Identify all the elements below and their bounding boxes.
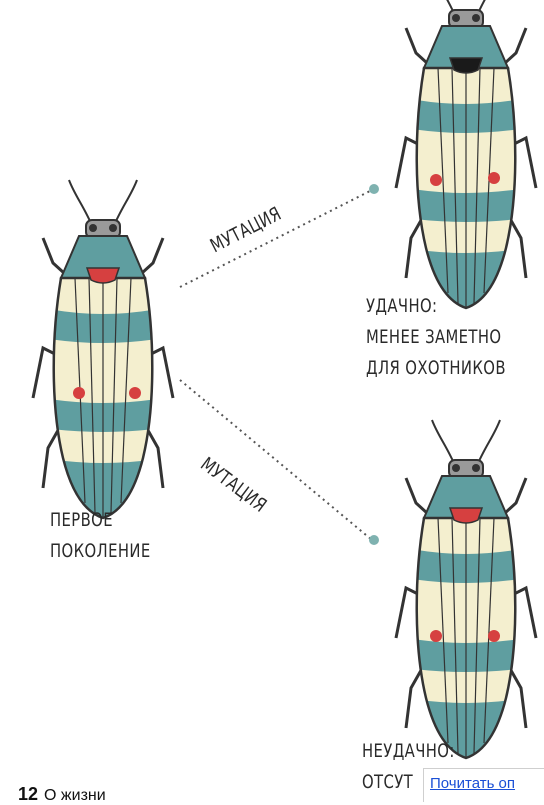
read-more-link[interactable]: Почитать оп [423, 768, 544, 802]
line-end-dot [369, 184, 379, 194]
beetle-red-spot [129, 387, 141, 399]
caption-line: НЕУДАЧНО: [362, 736, 455, 767]
caption-line: МЕНЕЕ ЗАМЕТНО [366, 322, 506, 353]
beetle-red-spot [73, 387, 85, 399]
beetle-success [396, 0, 536, 328]
beetle-first-generation [33, 180, 173, 538]
beetle-red-spot [488, 172, 500, 184]
success-caption: УДАЧНО: МЕНЕЕ ЗАМЕТНО ДЛЯ ОХОТНИКОВ [366, 291, 544, 384]
caption-line: УДАЧНО: [366, 291, 506, 322]
chapter-title: О жизни [44, 787, 106, 804]
first-generation-caption: ПЕРВОЕ ПОКОЛЕНИЕ [50, 505, 179, 567]
beetle-black-marking [450, 58, 482, 73]
beetle-red-marking [87, 268, 119, 283]
page-number: 12 [18, 784, 38, 804]
caption-line: ДЛЯ ОХОТНИКОВ [366, 353, 506, 384]
caption-line: ПОКОЛЕНИЕ [50, 536, 151, 567]
beetle-red-marking [450, 508, 482, 523]
caption-line: ПЕРВОЕ [50, 505, 151, 536]
beetle-red-spot [430, 174, 442, 186]
line-end-dot [369, 535, 379, 545]
beetle-red-spot [488, 630, 500, 642]
beetle-failure [396, 420, 536, 778]
beetle-red-spot [430, 630, 442, 642]
